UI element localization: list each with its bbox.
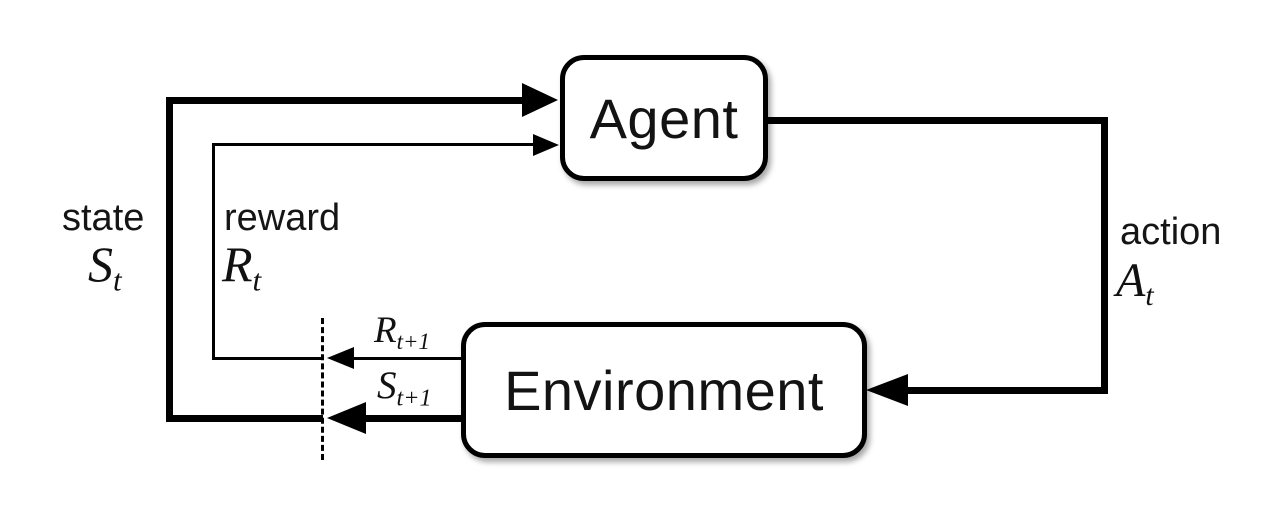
time-step-boundary-dashed-line bbox=[321, 318, 324, 460]
reward-arrowhead-into-agent bbox=[533, 134, 559, 156]
next-reward-arrowhead-at-boundary bbox=[327, 347, 354, 369]
state-line-vertical bbox=[166, 97, 173, 422]
environment-node: Environment bbox=[461, 322, 867, 458]
next-state-line-from-environment bbox=[366, 415, 463, 422]
state-symbol-subscript: t bbox=[113, 262, 122, 298]
state-line-top-horizontal bbox=[166, 97, 522, 104]
action-word-label: action bbox=[1120, 211, 1222, 253]
action-line-top-horizontal bbox=[764, 117, 1108, 124]
reward-word-label: reward bbox=[224, 197, 341, 239]
next-state-symbol-label: St+1 bbox=[377, 364, 432, 410]
next-reward-line-left-of-boundary bbox=[212, 357, 323, 360]
next-state-arrowhead-at-boundary bbox=[327, 402, 366, 434]
next-reward-line-from-environment bbox=[354, 357, 463, 360]
reward-symbol-subscript: t bbox=[252, 262, 262, 298]
next-state-symbol-subscript: t+1 bbox=[396, 384, 432, 412]
action-line-vertical bbox=[1101, 117, 1108, 394]
state-symbol-label: St bbox=[88, 236, 122, 295]
state-symbol-base: S bbox=[88, 236, 113, 292]
next-reward-symbol-subscript: t+1 bbox=[396, 328, 430, 354]
action-symbol-base: A bbox=[1116, 254, 1146, 307]
agent-node: Agent bbox=[560, 55, 768, 181]
next-reward-symbol-label: Rt+1 bbox=[374, 310, 430, 353]
agent-node-label: Agent bbox=[589, 86, 739, 150]
action-symbol-subscript: t bbox=[1145, 278, 1154, 312]
next-reward-symbol-base: R bbox=[374, 310, 397, 351]
action-line-bottom-horizontal bbox=[906, 387, 1108, 394]
next-state-line-left-of-boundary bbox=[166, 415, 323, 422]
state-arrowhead-into-agent bbox=[522, 83, 558, 117]
action-arrowhead-into-environment bbox=[866, 374, 908, 406]
reward-line-vertical bbox=[212, 143, 215, 360]
next-state-symbol-base: S bbox=[377, 364, 397, 407]
state-word-label: state bbox=[62, 197, 145, 239]
action-symbol-label: At bbox=[1116, 254, 1154, 311]
reward-line-top-horizontal bbox=[212, 143, 533, 146]
environment-node-label: Environment bbox=[504, 358, 824, 422]
reward-symbol-base: R bbox=[222, 236, 253, 292]
reward-symbol-label: Rt bbox=[222, 236, 261, 295]
